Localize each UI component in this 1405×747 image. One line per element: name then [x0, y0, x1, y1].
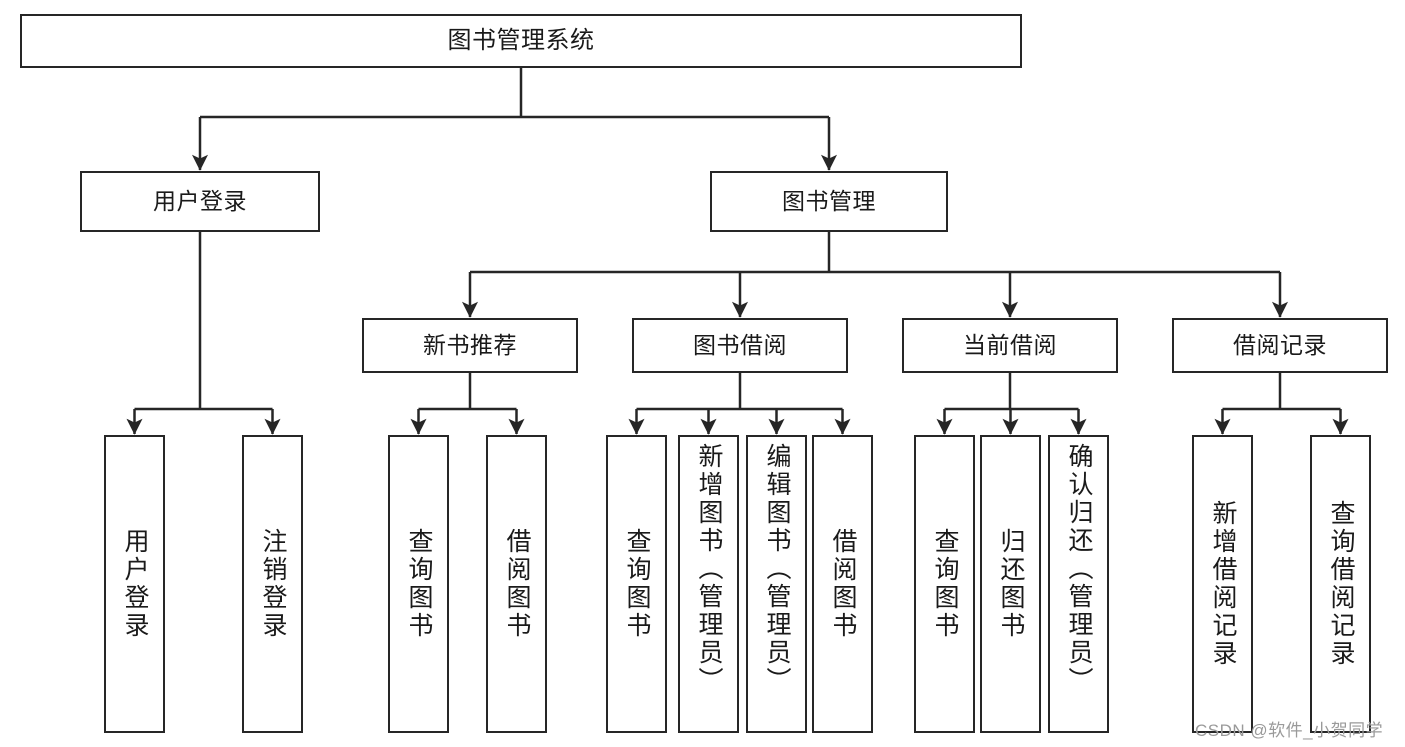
node-label: 归还图书	[997, 528, 1025, 640]
node-leaf-user-logout[interactable]: 注销登录	[242, 435, 303, 733]
node-label: 新增图书（管理员）	[695, 443, 723, 695]
node-label: 确认归还（管理员）	[1065, 443, 1093, 695]
node-leaf-borrow-book-1[interactable]: 借阅图书	[486, 435, 547, 733]
node-label: 新增借阅记录	[1209, 500, 1237, 668]
node-label: 查询图书	[405, 528, 433, 640]
node-leaf-query-record[interactable]: 查询借阅记录	[1310, 435, 1371, 733]
node-label: 借阅记录	[1233, 331, 1327, 358]
node-current-borrow[interactable]: 当前借阅	[902, 318, 1118, 373]
node-label: 用户登录	[153, 187, 247, 214]
node-label: 借阅图书	[503, 528, 531, 640]
node-leaf-add-record[interactable]: 新增借阅记录	[1192, 435, 1253, 733]
node-book-borrow[interactable]: 图书借阅	[632, 318, 848, 373]
node-leaf-borrow-book-2[interactable]: 借阅图书	[812, 435, 873, 733]
node-label: 编辑图书（管理员）	[763, 443, 791, 695]
node-leaf-user-login[interactable]: 用户登录	[104, 435, 165, 733]
node-leaf-query-book-3[interactable]: 查询图书	[914, 435, 975, 733]
node-label: 图书管理系统	[447, 26, 595, 54]
node-borrow-records[interactable]: 借阅记录	[1172, 318, 1388, 373]
node-leaf-add-book[interactable]: 新增图书（管理员）	[678, 435, 739, 733]
node-label: 查询图书	[931, 528, 959, 640]
node-label: 图书管理	[782, 187, 876, 214]
node-label: 图书借阅	[693, 331, 787, 358]
node-leaf-query-book-1[interactable]: 查询图书	[388, 435, 449, 733]
node-book-manage[interactable]: 图书管理	[710, 171, 948, 232]
node-new-book-recommend[interactable]: 新书推荐	[362, 318, 578, 373]
node-label: 借阅图书	[829, 528, 857, 640]
node-leaf-return-book[interactable]: 归还图书	[980, 435, 1041, 733]
node-leaf-query-book-2[interactable]: 查询图书	[606, 435, 667, 733]
node-label: 查询图书	[623, 528, 651, 640]
node-label: 当前借阅	[963, 331, 1057, 358]
node-root[interactable]: 图书管理系统	[20, 14, 1022, 68]
node-label: 注销登录	[259, 528, 287, 640]
node-user-login[interactable]: 用户登录	[80, 171, 320, 232]
node-label: 查询借阅记录	[1327, 500, 1355, 668]
node-label: 新书推荐	[423, 331, 517, 358]
node-leaf-edit-book[interactable]: 编辑图书（管理员）	[746, 435, 807, 733]
node-label: 用户登录	[121, 528, 149, 640]
csdn-watermark: CSDN @软件_小贺同学	[1195, 721, 1384, 740]
node-leaf-confirm-return[interactable]: 确认归还（管理员）	[1048, 435, 1109, 733]
